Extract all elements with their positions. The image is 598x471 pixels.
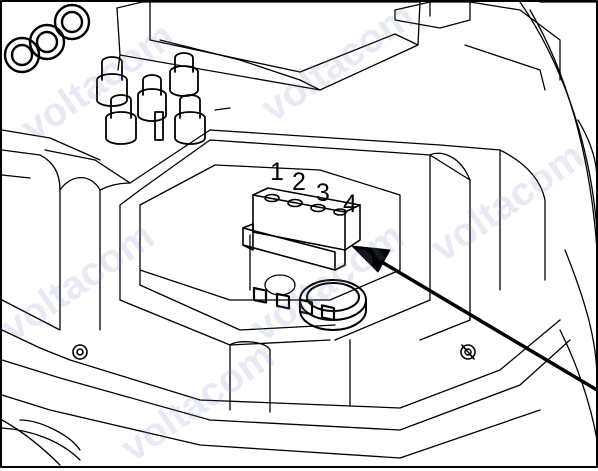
- enclosure-body: [1, 107, 571, 466]
- mounting-screws: [72, 344, 476, 360]
- pointer-arrow: [351, 245, 598, 392]
- inner-cavity: [139, 164, 401, 301]
- push-button: [299, 279, 367, 331]
- capacitors: [96, 52, 206, 145]
- bottom-left-boss: [1, 419, 81, 461]
- terminal-block: [242, 187, 361, 322]
- display-module: [116, 1, 421, 91]
- top-right-connector: [394, 1, 561, 91]
- led-cluster: [3, 3, 91, 74]
- right-housing: [519, 1, 598, 441]
